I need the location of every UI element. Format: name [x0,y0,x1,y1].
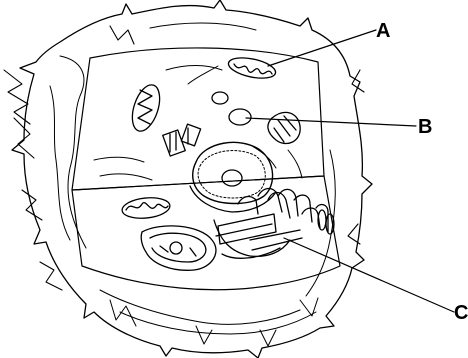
mitochondrion-left [127,81,165,134]
cell-outer-boundary [12,0,372,358]
callout-label-a: A [376,21,390,41]
callout-label-c: C [454,303,468,323]
endoplasmic-reticulum [141,226,216,270]
callout-label-b: B [418,117,432,137]
golgi-apparatus [214,189,334,259]
vesicles [212,92,251,125]
mitochondrion-a [227,54,278,82]
leader-lines [246,30,454,312]
cytoplasm-front-face [72,176,340,290]
nucleus [190,142,276,212]
leader-line-b [246,118,416,126]
mitochondrion-lower-left [121,196,171,221]
membrane-texture [50,23,335,346]
centrioles [163,124,201,156]
organelle-right [268,112,300,143]
leader-line-c [284,238,454,312]
